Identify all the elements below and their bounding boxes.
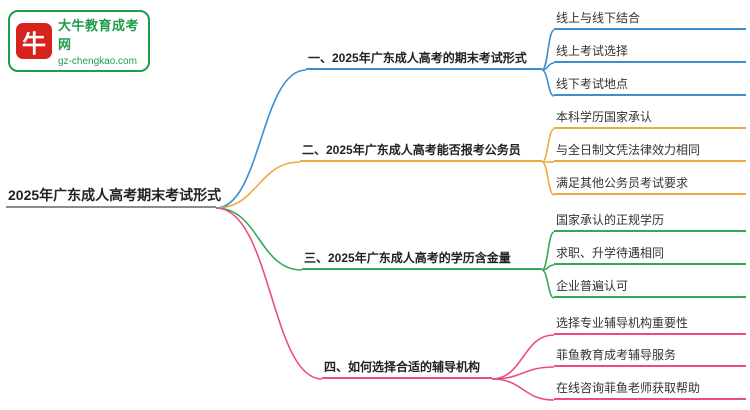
leaf-node-3-2[interactable]: 求职、升学待遇相同 <box>554 245 746 265</box>
leaf-node-2-1[interactable]: 本科学历国家承认 <box>554 109 746 129</box>
logo-text: 大牛教育成考网 gz-chengkao.com <box>58 15 142 67</box>
leaf-node-4-2[interactable]: 菲鱼教育成考辅导服务 <box>554 347 746 367</box>
leaf-node-4-3[interactable]: 在线咨询菲鱼老师获取帮助 <box>554 380 746 400</box>
leaf-node-1-2[interactable]: 线上考试选择 <box>554 43 746 63</box>
branch-node-1[interactable]: 一、2025年广东成人高考的期末考试形式 <box>306 48 542 70</box>
link-root-branch-1 <box>215 69 307 209</box>
leaf-node-3-1[interactable]: 国家承认的正规学历 <box>554 212 746 232</box>
leaf-node-2-2[interactable]: 与全日制文凭法律效力相同 <box>554 142 746 162</box>
leaf-node-1-1[interactable]: 线上与线下结合 <box>554 10 746 30</box>
link-b1-leaf-3 <box>541 69 555 97</box>
branch-node-4[interactable]: 四、如何选择合适的辅导机构 <box>322 357 492 379</box>
branch-node-3[interactable]: 三、2025年广东成人高考的学历含金量 <box>302 248 542 270</box>
link-root-branch-2 <box>215 161 301 209</box>
site-logo: 牛 大牛教育成考网 gz-chengkao.com <box>8 10 150 72</box>
link-b2-leaf-1 <box>541 128 555 163</box>
link-b3-leaf-3 <box>541 269 555 299</box>
root-node[interactable]: 2025年广东成人高考期末考试形式 <box>6 184 221 208</box>
logo-domain-url: gz-chengkao.com <box>58 56 137 67</box>
branch-node-2[interactable]: 二、2025年广东成人高考能否报考公务员 <box>300 140 542 162</box>
link-b2-leaf-3 <box>541 161 555 196</box>
link-root-branch-3 <box>215 207 303 271</box>
logo-bull-icon: 牛 <box>16 23 52 59</box>
link-b3-leaf-1 <box>541 231 555 271</box>
leaf-node-2-3[interactable]: 满足其他公务员考试要求 <box>554 175 746 195</box>
link-b4-leaf-1 <box>491 334 555 380</box>
leaf-node-3-3[interactable]: 企业普遍认可 <box>554 278 746 298</box>
link-b3-leaf-2 <box>541 264 555 271</box>
link-b1-leaf-2 <box>541 62 555 71</box>
logo-brand-name: 大牛教育成考网 <box>58 18 140 52</box>
link-b4-leaf-3 <box>491 378 555 401</box>
link-b1-leaf-1 <box>541 29 555 71</box>
leaf-node-4-1[interactable]: 选择专业辅导机构重要性 <box>554 315 746 335</box>
leaf-node-1-3[interactable]: 线下考试地点 <box>554 76 746 96</box>
link-b4-leaf-2 <box>491 366 555 380</box>
link-root-branch-4 <box>215 207 323 380</box>
